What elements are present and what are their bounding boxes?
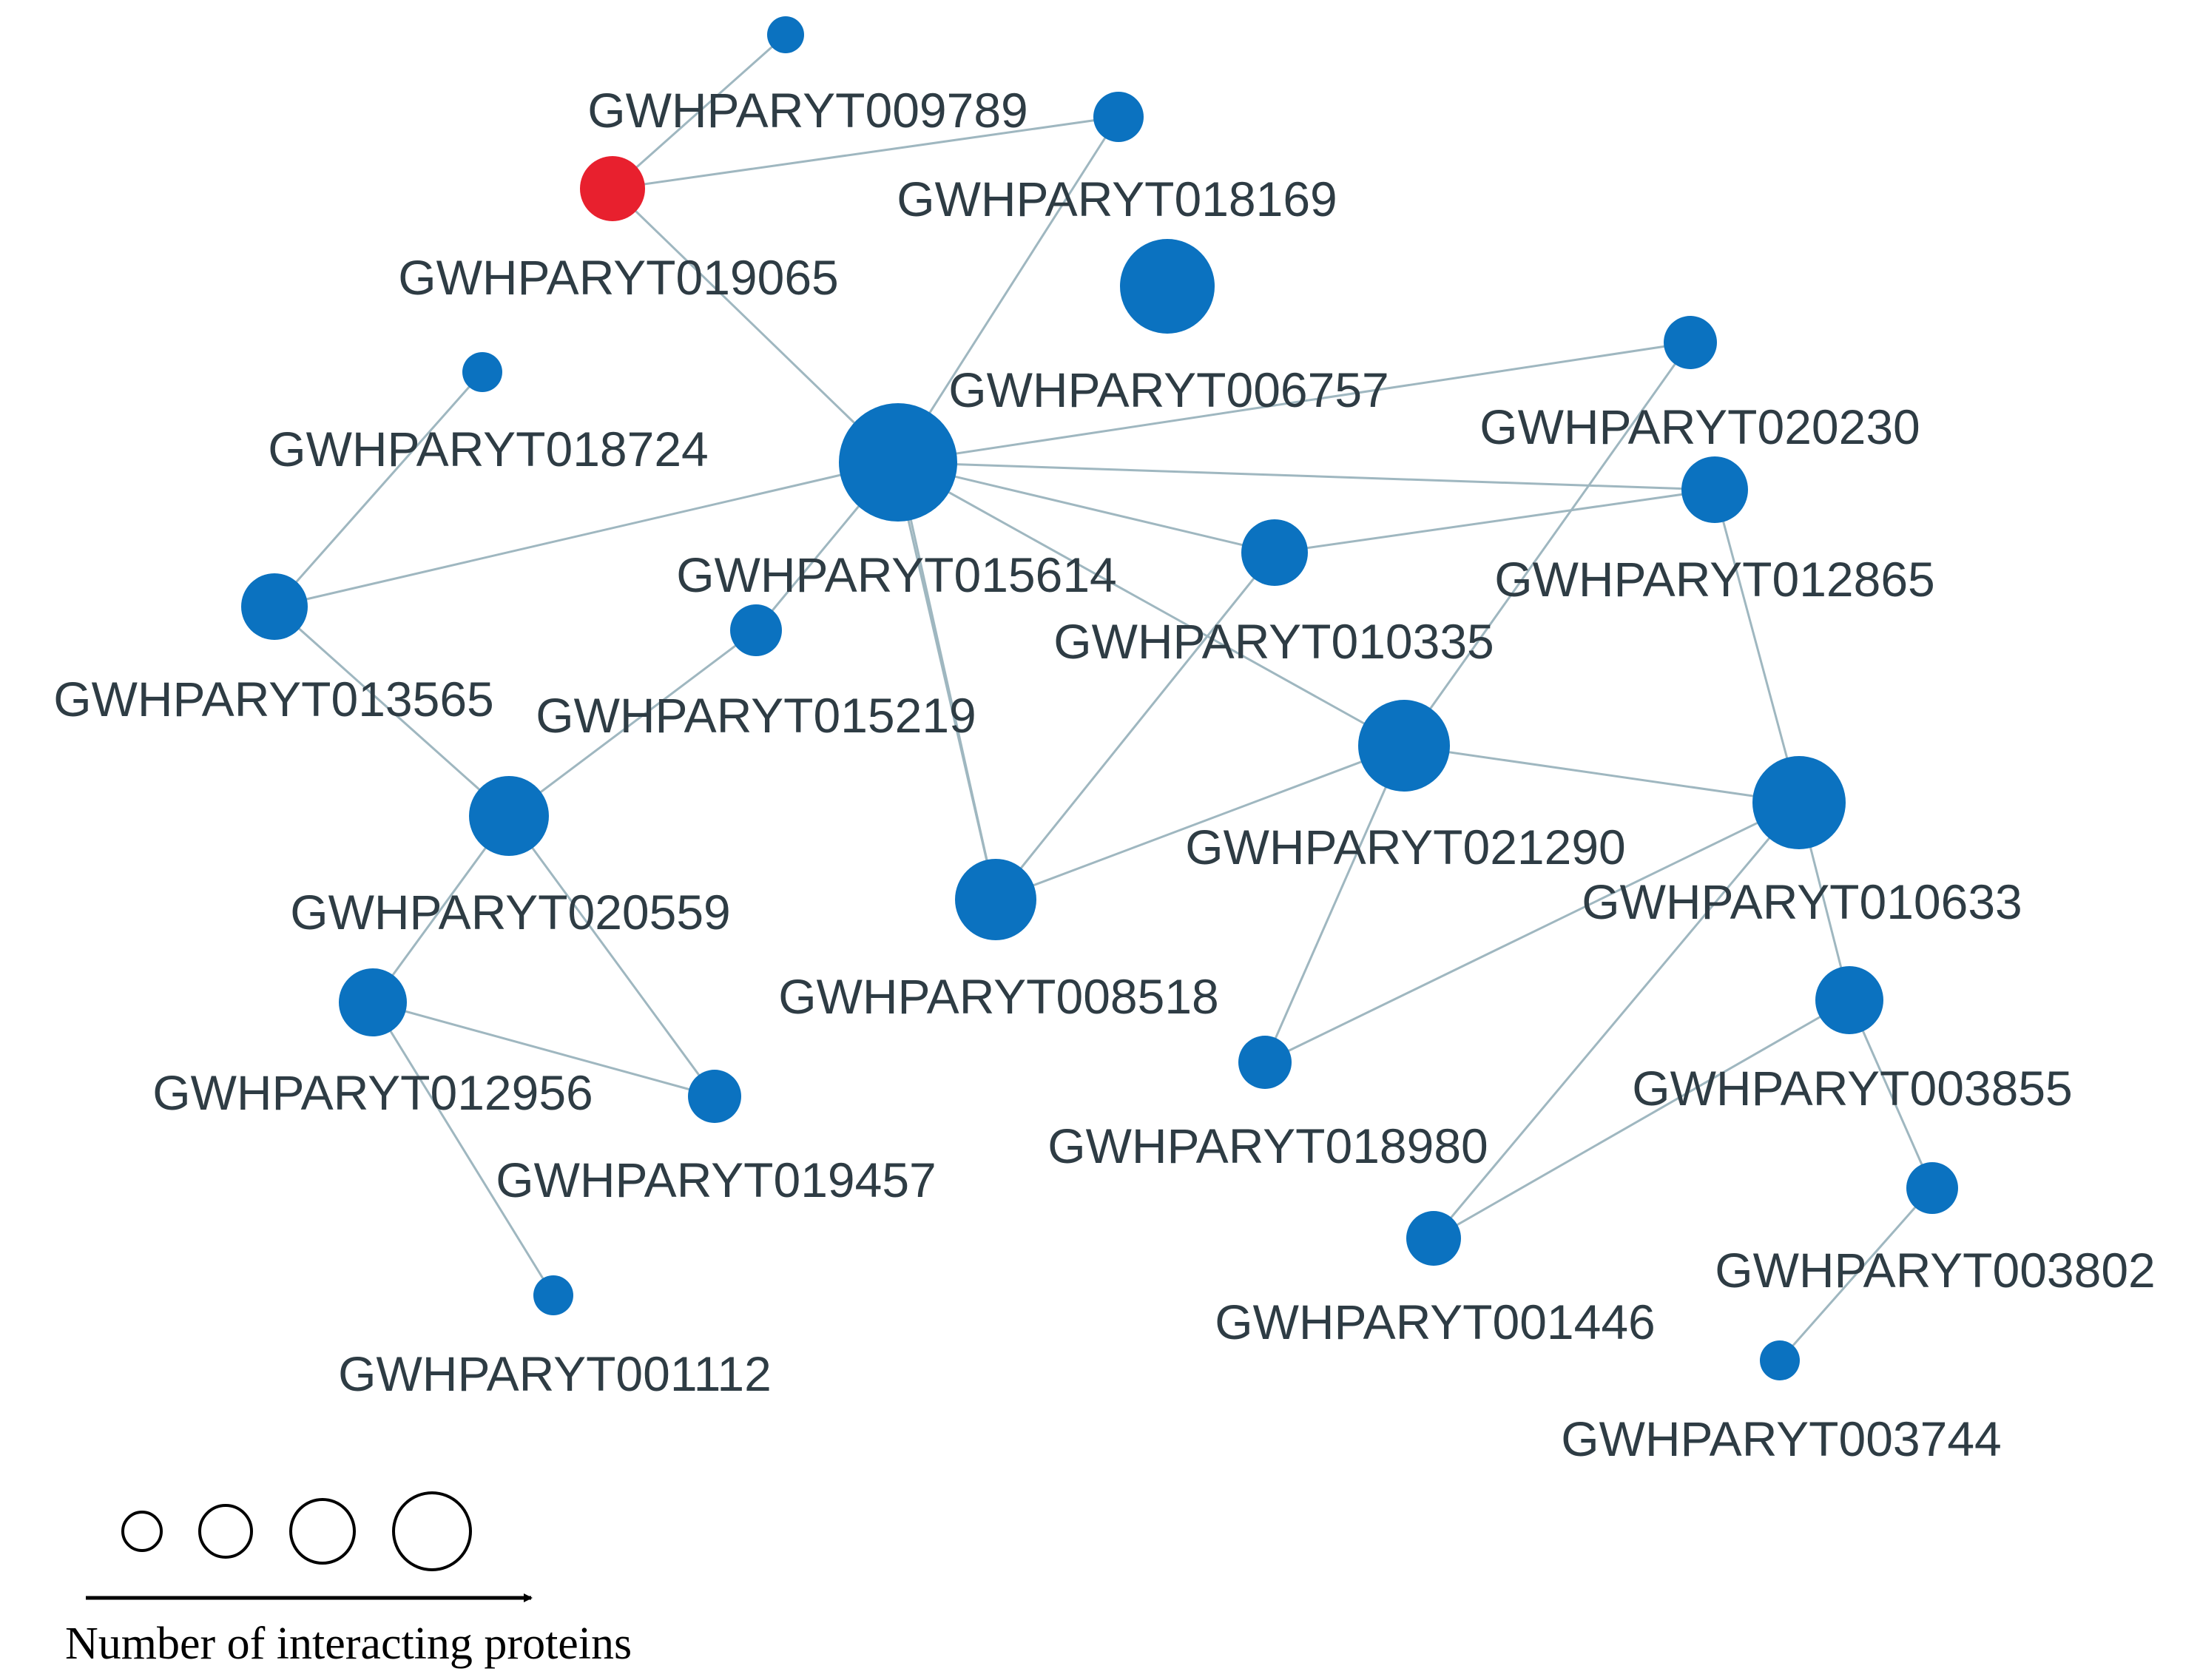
node-GWHPARYT018724	[462, 352, 502, 392]
node-label-GWHPARYT019065: GWHPARYT019065	[398, 250, 838, 305]
node-GWHPARYT010633	[1752, 756, 1846, 849]
node-GWHPARYT018169	[1120, 239, 1215, 334]
edge-GWHPARYT018724-GWHPARYT013565	[273, 371, 484, 607]
node-label-GWHPARYT018724: GWHPARYT018724	[268, 422, 708, 476]
node-label-GWHPARYT003855: GWHPARYT003855	[1632, 1061, 2072, 1116]
edge-GWHPARYT021290-GWHPARYT008518	[995, 744, 1405, 901]
edge-GWHPARYT013565-GWHPARYT015614	[274, 461, 896, 608]
legend-circle-3	[289, 1498, 356, 1565]
edge-n_top-GWHPARYT019065	[612, 33, 786, 190]
node-label-GWHPARYT015614: GWHPARYT015614	[676, 547, 1116, 602]
node-label-GWHPARYT020230: GWHPARYT020230	[1479, 399, 1920, 454]
node-GWHPARYT019457	[688, 1070, 741, 1123]
edge-GWHPARYT006757-GWHPARYT020230	[897, 341, 1691, 464]
node-label-GWHPARYT018169: GWHPARYT018169	[897, 172, 1337, 226]
edge-GWHPARYT003802-GWHPARYT003744	[1778, 1187, 1934, 1361]
edge-GWHPARYT003855-GWHPARYT001446	[1433, 999, 1850, 1240]
node-GWHPARYT009789	[1093, 92, 1144, 142]
node-label-GWHPARYT012865: GWHPARYT012865	[1494, 552, 1934, 607]
node-label-GWHPARYT001446: GWHPARYT001446	[1215, 1295, 1655, 1349]
node-GWHPARYT019065	[580, 156, 645, 221]
edge-GWHPARYT020230-GWHPARYT021290	[1403, 342, 1692, 746]
node-GWHPARYT021290	[1358, 700, 1450, 792]
node-label-GWHPARYT018980: GWHPARYT018980	[1047, 1119, 1488, 1173]
node-GWHPARYT020230	[1664, 316, 1717, 369]
node-label-GWHPARYT010633: GWHPARYT010633	[1582, 874, 2022, 929]
edge-GWHPARYT013565-GWHPARYT020559	[274, 605, 510, 817]
edge-GWHPARYT012865-GWHPARYT010633	[1713, 489, 1801, 803]
node-GWHPARYT006757	[839, 403, 957, 522]
node-label-GWHPARYT015219: GWHPARYT015219	[536, 688, 976, 743]
edge-GWHPARYT021290-GWHPARYT018980	[1263, 745, 1406, 1063]
node-label-GWHPARYT003744: GWHPARYT003744	[1561, 1411, 2001, 1466]
node-label-GWHPARYT010335: GWHPARYT010335	[1053, 614, 1494, 669]
node-GWHPARYT013565	[241, 573, 308, 640]
edge-GWHPARYT020559-GWHPARYT019457	[507, 815, 716, 1097]
node-label-GWHPARYT003802: GWHPARYT003802	[1715, 1243, 2155, 1298]
edge-GWHPARYT012956-GWHPARYT019457	[372, 1001, 715, 1098]
edge-GWHPARYT019065-GWHPARYT009789	[612, 115, 1119, 190]
edge-GWHPARYT015614-GWHPARYT010335	[894, 461, 1275, 554]
edge-GWHPARYT019065-GWHPARYT015614	[611, 187, 897, 464]
node-layer	[241, 16, 1958, 1380]
legend-circle-1	[121, 1511, 163, 1552]
node-n_top	[767, 16, 804, 53]
node-label-GWHPARYT019457: GWHPARYT019457	[496, 1153, 936, 1207]
node-label-GWHPARYT001112: GWHPARYT001112	[338, 1346, 772, 1401]
node-GWHPARYT003744	[1760, 1340, 1800, 1380]
edge-GWHPARYT009789-GWHPARYT006757	[897, 116, 1120, 463]
node-GWHPARYT001446	[1406, 1211, 1461, 1266]
edge-GWHPARYT015614-GWHPARYT008518	[894, 462, 997, 900]
size-legend: Number of interacting proteins	[65, 1491, 632, 1669]
node-GWHPARYT001112	[533, 1275, 573, 1315]
node-GWHPARYT012956	[339, 968, 407, 1036]
node-label-GWHPARYT013565: GWHPARYT013565	[53, 672, 493, 726]
node-GWHPARYT008518	[955, 859, 1036, 940]
node-GWHPARYT003802	[1906, 1162, 1958, 1214]
edge-GWHPARYT010633-GWHPARYT001446	[1432, 802, 1801, 1239]
node-label-GWHPARYT009789: GWHPARYT009789	[587, 83, 1028, 138]
node-label-GWHPARYT021290: GWHPARYT021290	[1185, 820, 1625, 874]
edge-GWHPARYT010335-GWHPARYT008518	[994, 552, 1276, 900]
edge-GWHPARYT012956-GWHPARYT001112	[371, 1002, 555, 1296]
node-GWHPARYT010335	[1241, 519, 1308, 586]
node-label-GWHPARYT012956: GWHPARYT012956	[152, 1065, 593, 1120]
node-GWHPARYT012865	[1681, 456, 1748, 523]
node-label-GWHPARYT020559: GWHPARYT020559	[290, 885, 730, 939]
edge-GWHPARYT015219-GWHPARYT020559	[508, 629, 757, 817]
node-GWHPARYT018980	[1238, 1036, 1292, 1089]
edge-GWHPARYT021290-GWHPARYT010633	[1403, 744, 1800, 804]
edge-GWHPARYT003855-GWHPARYT003802	[1848, 999, 1934, 1189]
legend-circle-4	[392, 1491, 472, 1571]
legend-circles	[121, 1491, 472, 1571]
edge-GWHPARYT010335-GWHPARYT012865	[1274, 488, 1715, 554]
node-label-GWHPARYT008518: GWHPARYT008518	[778, 969, 1218, 1024]
edge-GWHPARYT010633-GWHPARYT018980	[1264, 801, 1800, 1064]
node-GWHPARYT003855	[1815, 966, 1883, 1034]
node-GWHPARYT020559	[469, 776, 549, 856]
node-label-GWHPARYT006757: GWHPARYT006757	[948, 362, 1389, 417]
node-GWHPARYT015219	[730, 604, 782, 656]
legend-circle-2	[198, 1504, 253, 1559]
edge-GWHPARYT006757-GWHPARYT012865	[897, 461, 1715, 491]
edge-GWHPARYT015614-GWHPARYT021290	[894, 461, 1405, 747]
legend-caption: Number of interacting proteins	[65, 1619, 632, 1669]
